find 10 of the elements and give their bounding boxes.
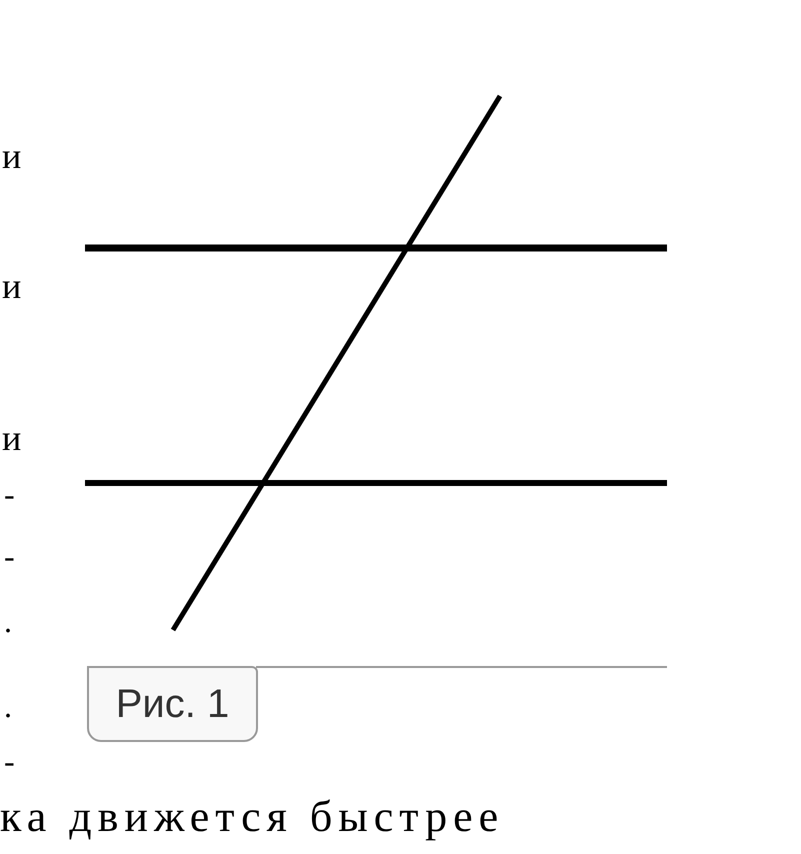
text-fragment: -: [4, 745, 15, 777]
text-fragment: и: [2, 268, 22, 304]
text-fragment: и: [2, 420, 22, 456]
text-fragment: -: [4, 478, 15, 510]
text-fragment: и: [2, 138, 22, 174]
text-fragment: .: [4, 605, 12, 637]
figure-caption-tab: Рис. 1: [87, 666, 258, 742]
body-text: ка движется быстрее: [0, 795, 504, 839]
text-fragment: -: [4, 540, 15, 572]
text-fragment: .: [4, 690, 12, 722]
